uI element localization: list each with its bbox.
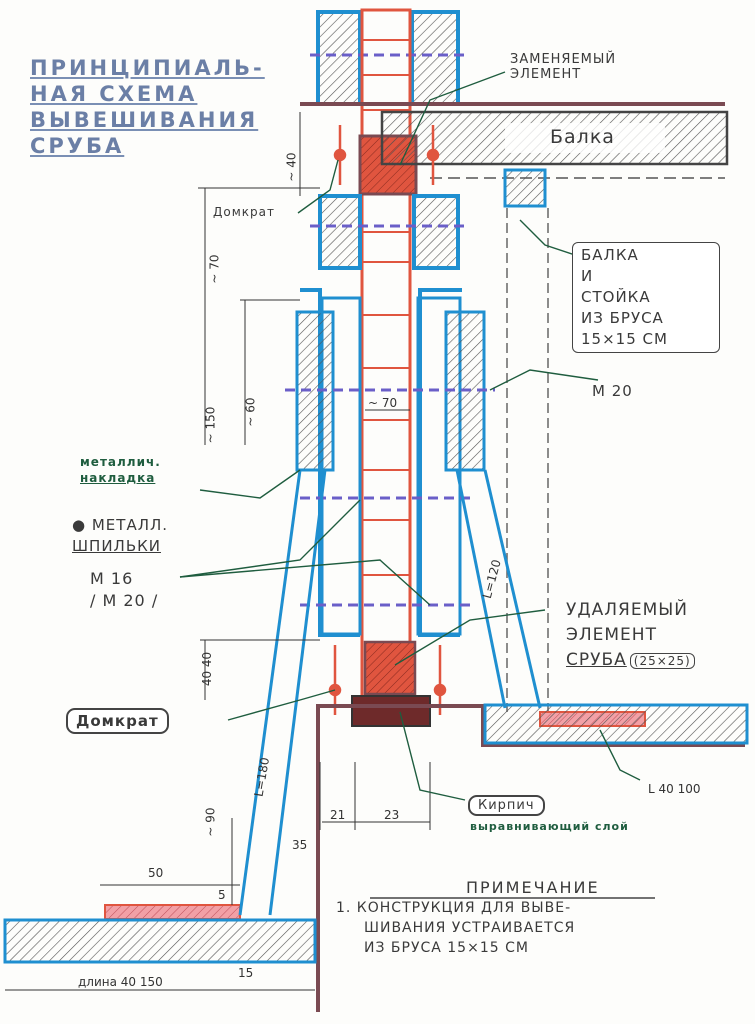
metal-pins-line-1: ● МЕТАЛЛ. — [72, 516, 169, 534]
dim-23: 23 — [384, 808, 400, 822]
label-replaceable: ЗАМЕНЯЕМЫЙ ЭЛЕМЕНТ — [510, 52, 616, 82]
label-removable: УДАЛЯЕМЫЙ ЭЛЕМЕНТ СРУБА(25×25) — [566, 598, 695, 674]
note-heading: ПРИМЕЧАНИЕ — [466, 878, 600, 897]
note-line-2: ШИВАНИЯ УСТРАИВАЕТСЯ — [364, 920, 576, 936]
dim-90: ~ 90 — [203, 807, 218, 837]
note-line-1: 1. КОНСТРУКЦИЯ ДЛЯ ВЫВЕ- — [336, 900, 572, 916]
removable-line-2: ЭЛЕМЕНТ — [566, 625, 657, 645]
note-line-3: ИЗ БРУСА 15×15 СМ — [364, 940, 529, 956]
label-length-top: L 40 100 — [648, 782, 701, 796]
label-replaceable-line-2: ЭЛЕМЕНТ — [510, 67, 582, 82]
beam-post-line-2: И — [581, 267, 594, 285]
removable-line-1: УДАЛЯЕМЫЙ — [566, 600, 688, 620]
leader-lines — [179, 71, 641, 801]
label-bolt-m20: М 20 — [592, 382, 633, 400]
upper-jacks — [333, 125, 440, 185]
label-beam: Балка — [550, 126, 615, 148]
label-replaceable-line-1: ЗАМЕНЯЕМЫЙ — [510, 52, 617, 67]
upper-wall — [310, 10, 470, 106]
beam-post-line-3: СТОЙКА — [581, 288, 651, 306]
dim-21: 21 — [330, 808, 346, 822]
label-leveling-layer: выравнивающий слой — [470, 820, 629, 833]
title-line-2: НАЯ СХЕМА — [30, 82, 198, 106]
diagram-title: ПРИНЦИПИАЛЬ- НАЯ СХЕМА ВЫВЕШИВАНИЯ СРУБА — [30, 55, 265, 159]
metal-plate-line-1: металлич. — [80, 455, 161, 469]
beam-post-line-1: БАЛКА — [581, 246, 639, 264]
beam — [300, 102, 729, 179]
dim-70-mid: ~ 70 — [368, 396, 398, 410]
foundation — [316, 704, 745, 1012]
metal-pins-line-2: ШПИЛЬКИ — [72, 537, 161, 555]
brick-layer — [351, 695, 431, 727]
label-jack-top: Домкрат — [213, 205, 275, 219]
label-beam-post: БАЛКА И СТОЙКА ИЗ БРУСА 15×15 СМ — [572, 242, 720, 353]
middle-wall — [310, 194, 470, 270]
label-length-bottom: длина 40 150 — [78, 975, 163, 989]
dimension-lines — [5, 112, 431, 991]
dim-5: 5 — [218, 888, 226, 902]
note-block: ПРИМЕЧАНИЕ 1. КОНСТРУКЦИЯ ДЛЯ ВЫВЕ- ШИВА… — [336, 878, 600, 958]
metal-plate-line-2: накладка — [80, 471, 156, 485]
pin-sizes-line-1: М 16 — [90, 569, 134, 588]
title-line-3: ВЫВЕШИВАНИЯ — [30, 108, 259, 132]
support-post — [503, 168, 549, 712]
removable-line-3-wrap: СРУБА(25×25) — [566, 648, 695, 674]
lower-wall — [285, 288, 495, 637]
beam-post-line-4: ИЗ БРУСА — [581, 309, 664, 327]
label-pin-sizes: М 16 / М 20 / — [90, 568, 158, 612]
dim-70-left: ~ 70 — [207, 254, 222, 284]
pin-sizes-line-2: / М 20 / — [90, 591, 159, 610]
label-metal-plate: металлич. накладка — [80, 454, 161, 486]
removable-element — [363, 640, 417, 696]
label-metal-pins: ● МЕТАЛЛ. ШПИЛЬКИ — [72, 515, 168, 557]
title-line-4: СРУБА — [30, 134, 125, 158]
dim-150: ~ 150 — [203, 406, 218, 444]
right-base-board — [483, 703, 749, 745]
dim-35: 35 — [292, 838, 308, 852]
dim-15: 15 — [238, 966, 254, 980]
removable-line-3: СРУБА — [566, 650, 627, 670]
beam-post-line-5: 15×15 СМ — [581, 330, 668, 348]
dim-40-top: ~ 40 — [284, 152, 299, 182]
left-base-board — [3, 904, 317, 964]
dim-60: ~ 60 — [243, 397, 258, 427]
dim-50: 50 — [148, 866, 164, 880]
title-line-1: ПРИНЦИПИАЛЬ- — [30, 56, 265, 80]
lower-jacks — [328, 645, 447, 715]
dim-40-bottom: 40 40 — [200, 651, 215, 687]
removable-size: (25×25) — [629, 653, 695, 669]
label-brick: Кирпич — [468, 795, 545, 816]
label-jack-bottom: Домкрат — [66, 708, 169, 734]
